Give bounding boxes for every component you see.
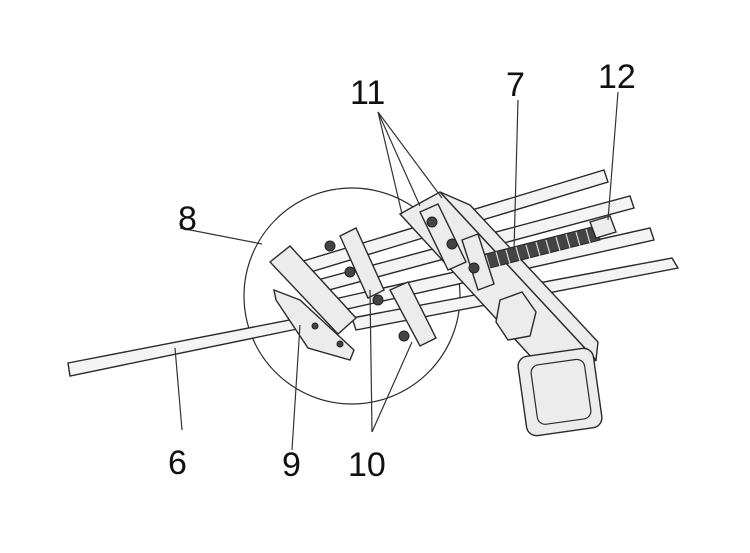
clamps-10 (339, 203, 495, 347)
nut-12 (589, 215, 617, 239)
label-12: 12 (598, 58, 636, 96)
end-clamp-block (495, 291, 537, 341)
label-10: 10 (348, 446, 386, 484)
label-6: 6 (168, 444, 187, 482)
label-7: 7 (506, 66, 525, 104)
bolts-11 (324, 216, 480, 342)
label-9: 9 (282, 446, 301, 484)
leader-lines (174, 91, 619, 451)
label-11: 11 (350, 74, 385, 112)
bracket-9 (268, 245, 357, 361)
label-8: 8 (178, 200, 197, 238)
detail-circle (243, 187, 461, 405)
